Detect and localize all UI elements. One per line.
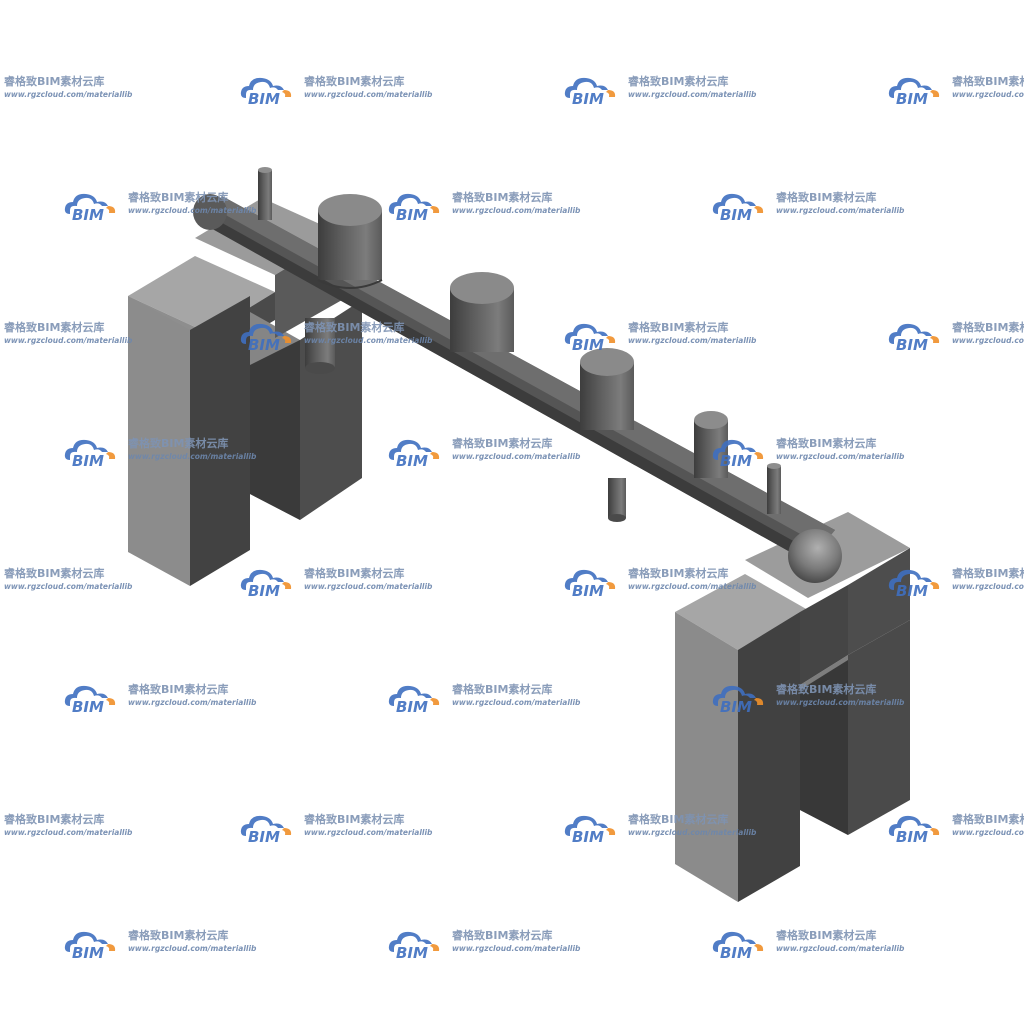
bottom-nozzles	[305, 318, 626, 522]
top-nozzles	[258, 167, 781, 514]
